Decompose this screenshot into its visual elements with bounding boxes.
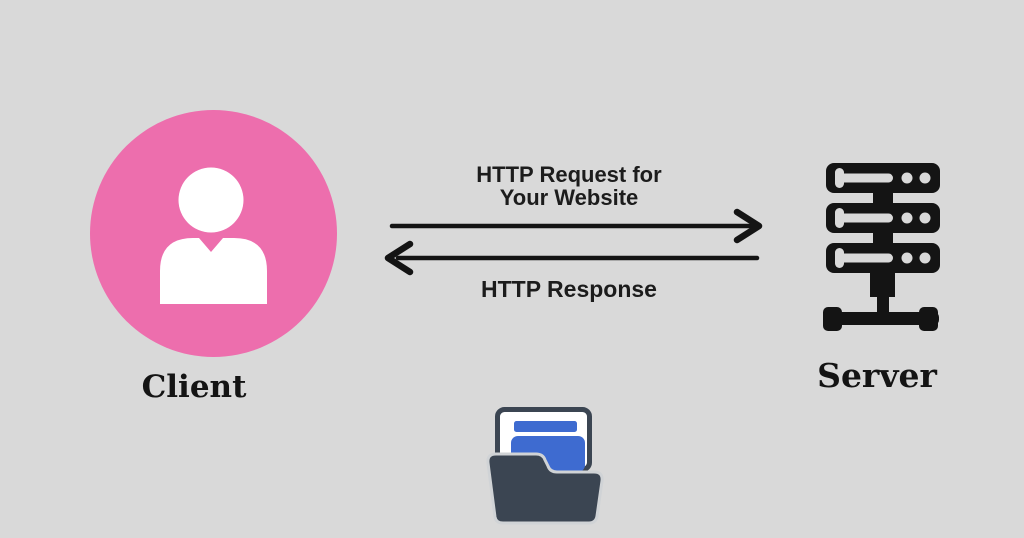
response-label: HTTP Response xyxy=(379,277,759,301)
server-icon xyxy=(823,163,940,331)
response-label-text: HTTP Response xyxy=(481,276,657,302)
person-head xyxy=(178,167,244,233)
webpage-header-bar xyxy=(514,421,577,432)
request-label-line1: HTTP Request for xyxy=(476,162,662,187)
request-label-line2: Your Website xyxy=(499,185,639,210)
server-drive-slots xyxy=(835,168,931,268)
open-folder xyxy=(486,452,604,525)
request-label: HTTP Request for Your Website xyxy=(379,163,759,209)
website-folder-icon xyxy=(486,407,604,525)
request-arrow-icon xyxy=(389,208,763,244)
response-arrow-icon xyxy=(384,240,760,276)
client-avatar-circle xyxy=(90,110,337,357)
server-label: Server xyxy=(817,356,937,395)
client-label: Client xyxy=(141,369,247,405)
person-icon xyxy=(90,110,337,357)
person-body xyxy=(160,238,267,304)
